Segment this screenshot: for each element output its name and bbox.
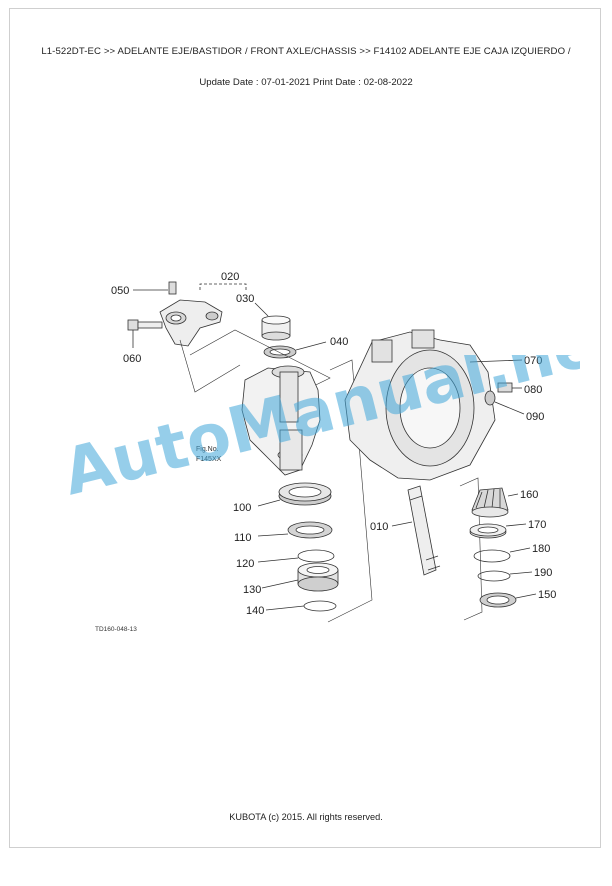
label-120: 120 — [236, 558, 254, 570]
watermark-text: AutoManual.net — [60, 355, 580, 505]
part-110-seal — [257, 521, 333, 539]
label-020: 020 — [221, 271, 239, 283]
part-020-knuckle-arm — [159, 299, 223, 347]
label-150: 150 — [538, 589, 556, 601]
part-080-plug — [497, 382, 522, 393]
part-150-seal — [479, 592, 537, 608]
part-140-snap-ring — [265, 600, 337, 612]
page-frame — [9, 8, 601, 848]
bracket-020 — [199, 283, 247, 290]
watermark: AutoManual.net — [60, 355, 580, 505]
label-170: 170 — [528, 519, 546, 531]
part-050-grease-fitting — [133, 281, 177, 295]
part-160-bevel-gear — [471, 487, 519, 518]
part-070-axle-case — [344, 329, 523, 481]
part-030-bushing — [254, 302, 291, 341]
label-140: 140 — [246, 605, 264, 617]
part-120-circlip — [257, 549, 335, 563]
label-130: 130 — [243, 584, 261, 596]
part-060-bolt — [127, 319, 163, 348]
label-090: 090 — [526, 411, 544, 423]
part-010-shaft — [391, 485, 441, 576]
copyright-footer: KUBOTA (c) 2015. All rights reserved. — [229, 812, 383, 822]
label-100: 100 — [233, 502, 251, 514]
part-100-bearing — [257, 482, 332, 507]
label-160: 160 — [520, 489, 538, 501]
part-180-ring — [473, 547, 531, 563]
label-030: 030 — [236, 293, 254, 305]
part-090-washer — [484, 390, 525, 415]
label-190: 190 — [534, 567, 552, 579]
label-060: 060 — [123, 353, 141, 365]
label-080: 080 — [524, 384, 542, 396]
label-050: 050 — [111, 285, 129, 297]
label-110: 110 — [234, 532, 252, 544]
part-190-circlip — [477, 570, 533, 582]
label-070: 070 — [524, 355, 542, 367]
label-180: 180 — [532, 543, 550, 555]
fig-ref-number: F145XX — [196, 456, 222, 463]
part-170-bearing — [469, 523, 527, 539]
breadcrumb-title: L1-522DT-EC >> ADELANTE EJE/BASTIDOR / F… — [41, 46, 571, 57]
part-130-bearing — [261, 562, 339, 592]
knuckle-housing — [241, 365, 321, 476]
fig-ref-label: Fig.No. — [196, 446, 219, 453]
label-040: 040 — [330, 336, 348, 348]
drawing-code: TD160-048-13 — [95, 626, 137, 633]
date-info: Update Date : 07-01-2021 Print Date : 02… — [199, 77, 413, 88]
label-010: 010 — [370, 521, 388, 533]
